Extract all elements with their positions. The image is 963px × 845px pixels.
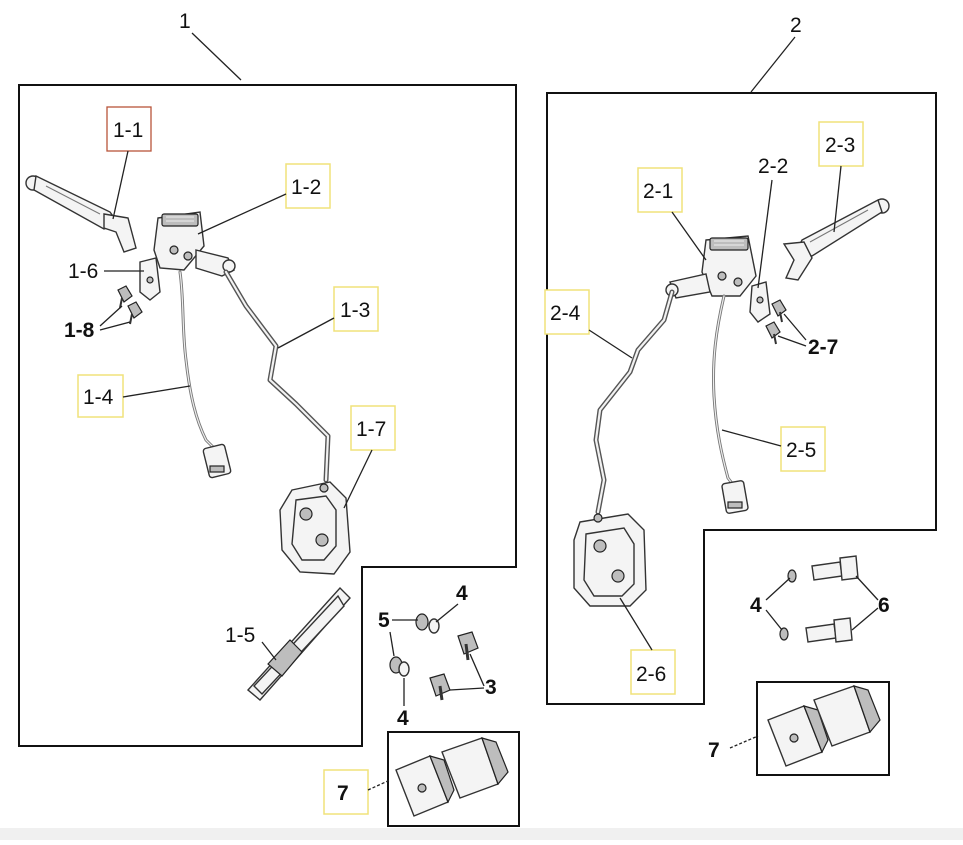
assembly-2-callout: 2 [750, 14, 802, 93]
brake-pads-frame-left [387, 731, 520, 827]
callout-1-8: 1-8 [64, 305, 131, 342]
callout-1-7-label: 1-7 [356, 418, 386, 441]
callout-3-label: 3 [485, 676, 497, 699]
callout-1-5-label: 1-5 [225, 624, 255, 647]
callout-1-4-label: 1-4 [83, 386, 114, 409]
part-shim-plate-left [246, 586, 351, 701]
callout-1-1: 1-1 [106, 106, 152, 220]
part-screws-right [765, 299, 787, 345]
part-brake-caliper-right [573, 513, 647, 607]
part-brake-lever-right [782, 198, 890, 281]
part-brake-caliper-left [279, 481, 351, 575]
callout-2-6: 2-6 [619, 597, 676, 695]
assembly-2-frame [546, 92, 937, 705]
part-brake-lever-left [25, 174, 137, 253]
part-brake-hose-left [223, 269, 331, 483]
part-hardware-set-middle [389, 613, 479, 701]
bottom-strip [0, 828, 963, 840]
part-switch-bracket-right [749, 281, 771, 323]
assembly-2-label: 2 [790, 14, 802, 37]
callout-7-left: 7 [323, 769, 391, 815]
callout-2-6-label: 2-6 [636, 663, 666, 686]
callout-4b-label: 4 [397, 707, 409, 730]
callout-2-3-label: 2-3 [825, 134, 855, 157]
callout-3: 3 [449, 653, 497, 699]
assembly-1-label: 1 [179, 10, 191, 33]
brake-pads-frame-right [756, 681, 890, 776]
part-switch-wire-right [711, 294, 749, 514]
part-master-cylinder-left [153, 211, 236, 277]
callout-1-5: 1-5 [225, 624, 277, 661]
callout-1-4: 1-4 [77, 374, 191, 418]
callout-6-label: 6 [878, 594, 890, 617]
callout-7b-label: 7 [708, 739, 720, 762]
callout-2-4-label: 2-4 [550, 302, 581, 325]
callout-4-bottom-middle: 4 [397, 678, 409, 730]
callout-2-4: 2-4 [544, 289, 633, 359]
callout-1-8-label: 1-8 [64, 319, 95, 342]
part-screws-left [117, 285, 143, 325]
callout-1-1-label: 1-1 [113, 119, 143, 142]
callout-5: 5 [378, 609, 418, 657]
callout-2-1-label: 2-1 [643, 180, 673, 203]
callout-2-7: 2-7 [777, 313, 838, 359]
callout-2-7-label: 2-7 [808, 336, 838, 359]
callout-1-6: 1-6 [68, 260, 144, 283]
callout-4-top-middle: 4 [435, 582, 468, 623]
part-brake-pads-left [395, 737, 509, 817]
assembly-1-callout: 1 [179, 10, 242, 81]
part-brake-hose-right [593, 289, 675, 515]
assembly-1-frame [18, 84, 517, 747]
callout-5-label: 5 [378, 609, 390, 632]
callout-6: 6 [851, 575, 890, 631]
callout-2-2-label: 2-2 [758, 155, 788, 178]
part-switch-wire-left [178, 270, 232, 479]
part-master-cylinder-right [665, 235, 757, 299]
callout-2-5-label: 2-5 [786, 439, 816, 462]
callout-4c-label: 4 [750, 594, 762, 617]
callout-1-3: 1-3 [277, 286, 379, 349]
callout-2-2: 2-2 [757, 155, 788, 289]
callout-1-7: 1-7 [343, 405, 396, 509]
callout-2-3: 2-3 [818, 121, 864, 233]
callout-1-2-label: 1-2 [291, 176, 321, 199]
callout-1-2: 1-2 [197, 163, 331, 235]
callout-4-right: 4 [750, 577, 791, 631]
callout-2-1: 2-1 [637, 167, 707, 261]
part-hardware-set-right [779, 555, 859, 643]
callout-1-6-label: 1-6 [68, 260, 98, 283]
callout-4a-label: 4 [456, 582, 468, 605]
callout-7-right: 7 [708, 735, 759, 762]
callout-1-3-label: 1-3 [340, 299, 370, 322]
callout-7a-label: 7 [337, 782, 349, 805]
callout-2-5: 2-5 [721, 426, 826, 472]
part-brake-pads-right [767, 685, 881, 767]
part-switch-bracket-left [139, 257, 161, 301]
